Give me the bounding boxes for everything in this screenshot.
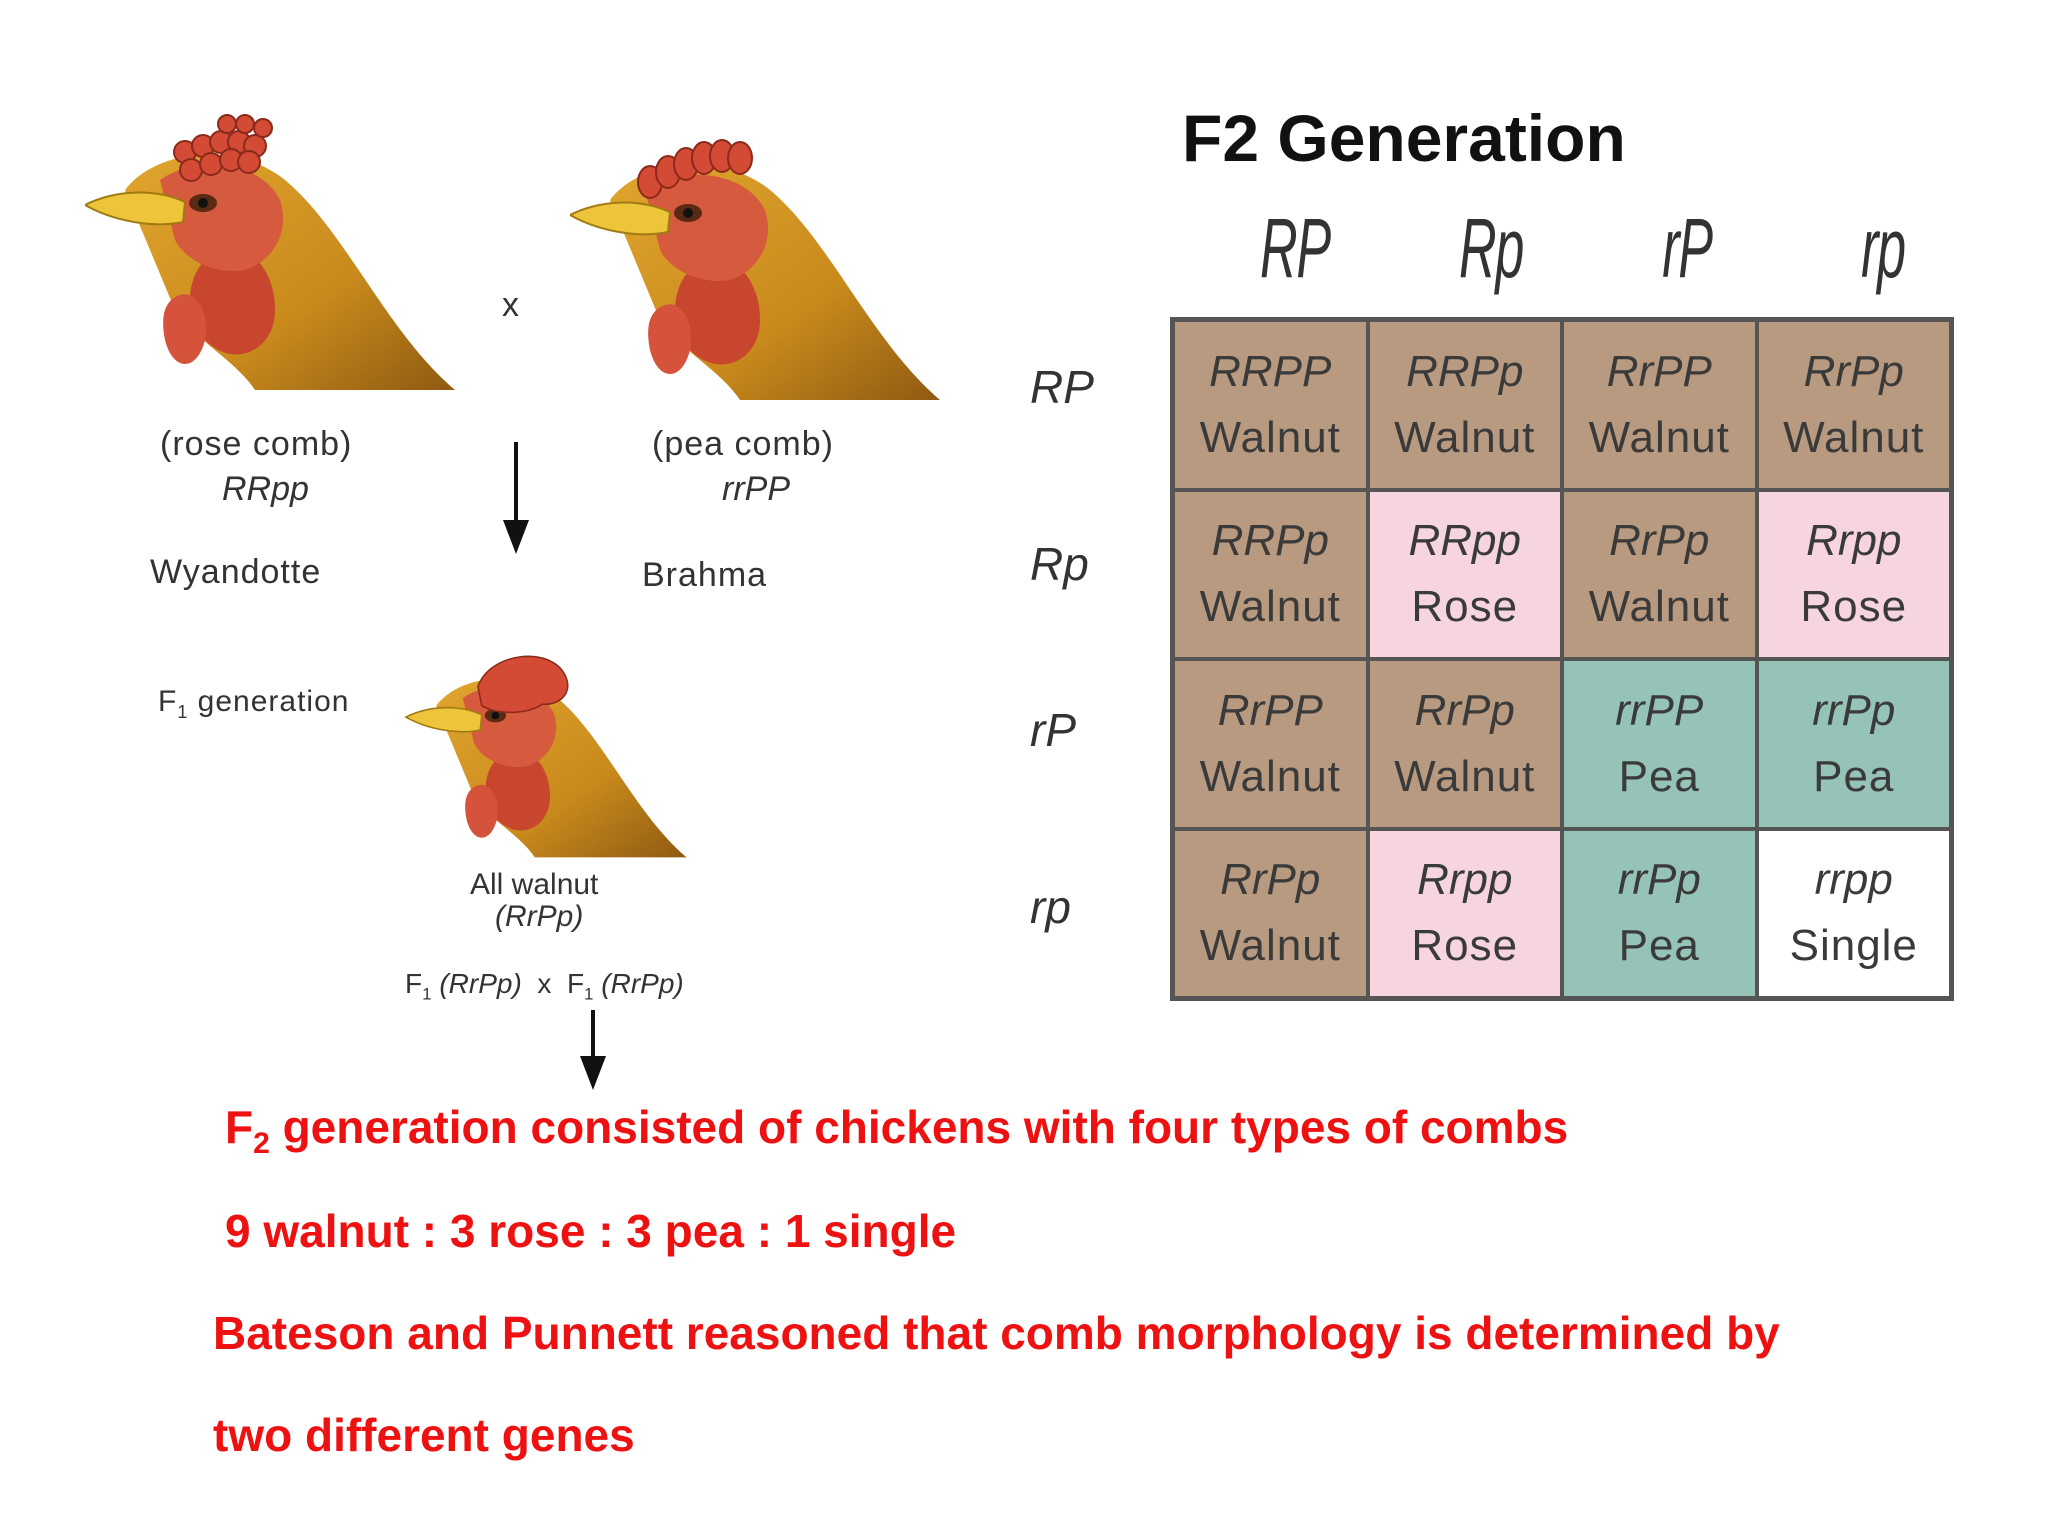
parent2-genotype: rrPP [722, 470, 790, 508]
cell-genotype: RRPp [1406, 346, 1524, 396]
cell-genotype: Rrpp [1806, 516, 1902, 566]
rose-comb-rooster-image [85, 114, 456, 391]
conclusion-line-1-text: generation consisted of chickens with fo… [269, 1101, 1569, 1153]
cell-phenotype: Walnut [1199, 412, 1341, 462]
cell-phenotype: Walnut [1199, 582, 1341, 632]
punnett-cell: RRPP Walnut [1173, 320, 1368, 490]
cross-symbol: x [502, 286, 520, 324]
punnett-cell: rrPP Pea [1562, 659, 1757, 829]
col-header-3: rP [1662, 201, 1713, 295]
f1-cross-left-genotype: (RrPp) [439, 968, 522, 999]
punnett-cell: RrPP Walnut [1562, 320, 1757, 490]
f1-cross-symbol: x [537, 968, 552, 999]
conclusion-line-3: Bateson and Punnett reasoned that comb m… [213, 1307, 1780, 1359]
cell-phenotype: Walnut [1588, 582, 1730, 632]
parent1-genotype: RRpp [222, 470, 309, 508]
cell-phenotype: Pea [1813, 751, 1895, 801]
f1-cross-left-sub: 1 [422, 984, 432, 1004]
f1-result-genotype: (RrPp) [495, 900, 584, 933]
cell-phenotype: Walnut [1199, 921, 1341, 971]
cell-phenotype: Walnut [1394, 412, 1536, 462]
cell-genotype: RrPP [1217, 685, 1323, 735]
cell-genotype: RrPp [1609, 516, 1710, 566]
cell-phenotype: Rose [1800, 582, 1908, 632]
f1-cross-line: F1 (RrPp) x F1 (RrPp) [405, 968, 684, 1005]
punnett-title: F2 Generation [1182, 101, 1626, 175]
cell-phenotype: Rose [1411, 921, 1519, 971]
row-header-1: RP [1030, 361, 1094, 413]
conclusion-line-1: F2 generation consisted of chickens with… [225, 1100, 1568, 1161]
cell-phenotype: Walnut [1394, 751, 1536, 801]
cell-genotype: RrPp [1220, 855, 1321, 905]
cell-genotype: RrPp [1414, 685, 1515, 735]
ratio-line: 9 walnut : 3 rose : 3 pea : 1 single [225, 1205, 957, 1257]
f1-label-text: generation [188, 685, 350, 718]
f2-arrow-head [580, 1056, 606, 1090]
col-header-4: rp [1861, 201, 1906, 295]
cell-genotype: rrPp [1812, 685, 1896, 735]
cell-genotype: Rrpp [1417, 855, 1513, 905]
cell-phenotype: Pea [1618, 751, 1700, 801]
parent2-comb-label: (pea comb) [652, 425, 834, 463]
cell-genotype: RRpp [1408, 516, 1522, 566]
cell-phenotype: Single [1789, 921, 1918, 971]
cell-genotype: RRPp [1211, 516, 1329, 566]
cell-phenotype: Rose [1411, 582, 1519, 632]
cell-genotype: RrPP [1606, 346, 1712, 396]
f1-cross-right-genotype: (RrPp) [601, 968, 684, 999]
cell-genotype: rrPP [1615, 685, 1704, 735]
pea-comb-rooster-image [570, 139, 941, 401]
cell-phenotype: Pea [1618, 921, 1700, 971]
cell-phenotype: Walnut [1199, 751, 1341, 801]
f1-label-sub: 1 [177, 702, 189, 722]
row-header-4: rp [1030, 881, 1071, 933]
punnett-cell: RrPP Walnut [1173, 659, 1368, 829]
row-header-2: Rp [1030, 538, 1089, 590]
parent1-comb-label: (rose comb) [160, 425, 353, 463]
col-header-1: RP [1260, 201, 1331, 295]
cell-genotype: rrPp [1617, 855, 1701, 905]
row-header-3: rP [1030, 704, 1076, 756]
f1-generation-label: F1 generation [158, 685, 349, 723]
cell-genotype: RRPP [1209, 346, 1332, 396]
f1-cross-right-sub: 1 [584, 984, 594, 1004]
f1-cross-left-f: F [405, 968, 423, 999]
parent1-breed: Wyandotte [150, 553, 322, 591]
f1-cross-right-f: F [566, 968, 585, 999]
f1-result-label: All walnut [470, 868, 599, 901]
walnut-comb-rooster-image [405, 655, 688, 859]
cross-arrow-shaft [514, 442, 518, 522]
conclusion-line-4: two different genes [213, 1409, 635, 1461]
cell-phenotype: Walnut [1588, 412, 1730, 462]
cell-phenotype: Walnut [1783, 412, 1925, 462]
conclusion-sub: 2 [253, 1127, 270, 1161]
cell-genotype: RrPp [1803, 346, 1904, 396]
f2-arrow-shaft [591, 1010, 595, 1060]
col-header-2: Rp [1458, 201, 1524, 295]
cell-genotype: rrpp [1814, 855, 1893, 905]
conclusion-f: F [225, 1101, 254, 1153]
cross-arrow-head [503, 520, 529, 554]
f1-label-f: F [158, 685, 178, 718]
parent2-breed: Brahma [642, 556, 768, 594]
